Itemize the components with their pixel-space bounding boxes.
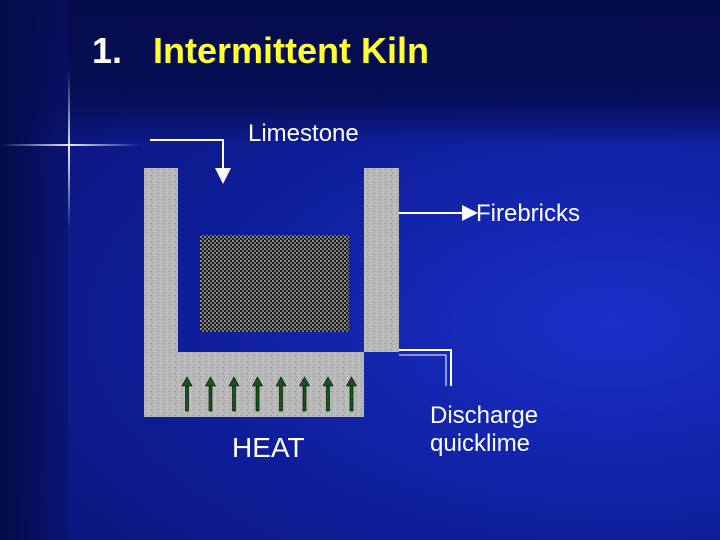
heat-arrow	[228, 376, 240, 412]
heat-arrow	[251, 376, 264, 412]
discharge-label: Discharge quicklime	[430, 402, 538, 457]
heat-arrow	[345, 376, 358, 412]
left-background-band	[0, 0, 68, 540]
discharge-line	[399, 349, 452, 386]
heat-arrow	[275, 376, 287, 412]
limestone-label: Limestone	[248, 120, 359, 147]
slide-title-number: 1.	[92, 30, 123, 71]
heat-arrow	[204, 376, 217, 412]
heat-label: HEAT	[232, 432, 305, 463]
limestone-charge	[200, 235, 349, 332]
heat-arrows	[181, 376, 358, 412]
heat-arrow	[298, 376, 311, 412]
slide-title: Intermittent Kiln	[153, 30, 429, 71]
discharge-label-line1: Discharge	[430, 402, 539, 429]
firebricks-label: Firebricks	[476, 200, 581, 227]
heat-arrow	[181, 376, 193, 412]
firebrick-wall	[144, 168, 399, 417]
heat-arrow	[322, 376, 334, 412]
top-background-band	[0, 0, 720, 145]
discharge-label-line2: quicklime	[430, 429, 531, 457]
limestone-feed-arrow	[150, 139, 231, 184]
